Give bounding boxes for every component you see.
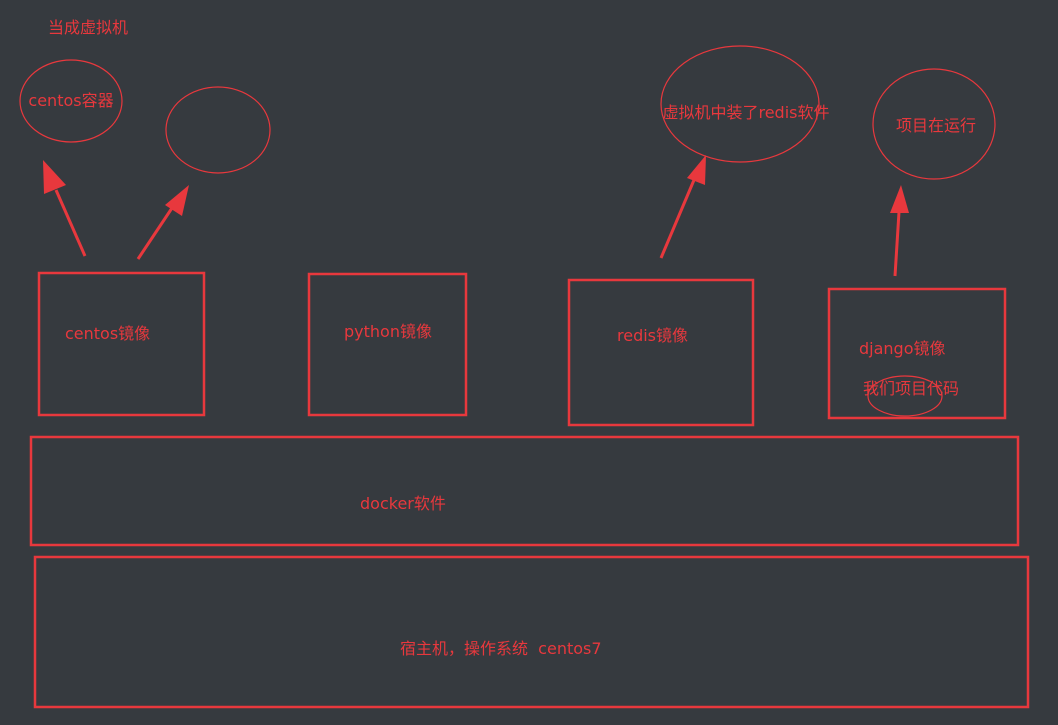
label-docker-software: docker软件 <box>360 494 446 513</box>
box-django-image <box>827 287 1007 420</box>
label-our-project-code: 我们项目代码 <box>863 379 959 398</box>
label-host-os: 宿主机，操作系统 centos7 <box>400 639 602 658</box>
label-python-image: python镜像 <box>344 322 432 341</box>
label-centos-image: centos镜像 <box>65 324 150 343</box>
box-centos-image <box>37 271 206 417</box>
arrow-redis-image-to-vm <box>659 155 706 259</box>
box-python-image <box>307 272 468 417</box>
ellipse-empty-container <box>165 86 271 174</box>
arrow-django-image-to-project <box>890 185 909 277</box>
ellipse-project-running <box>872 68 996 180</box>
label-treat-as-vm: 当成虚拟机 <box>48 18 128 37</box>
arrow-centos-image-to-empty-container <box>136 185 189 260</box>
box-host-os <box>33 555 1030 709</box>
ellipse-vm-redis <box>660 45 820 163</box>
ellipse-centos-container <box>19 59 123 143</box>
box-docker-software <box>29 435 1020 547</box>
label-vm-with-redis: 虚拟机中装了redis软件 <box>662 103 829 122</box>
label-project-running: 项目在运行 <box>896 116 976 135</box>
ellipse-project-code <box>867 375 943 417</box>
arrow-centos-image-to-container <box>43 160 87 257</box>
box-redis-image <box>567 278 755 427</box>
label-redis-image: redis镜像 <box>617 326 688 345</box>
label-centos-container: centos容器 <box>28 91 113 110</box>
label-django-image: django镜像 <box>859 339 946 358</box>
